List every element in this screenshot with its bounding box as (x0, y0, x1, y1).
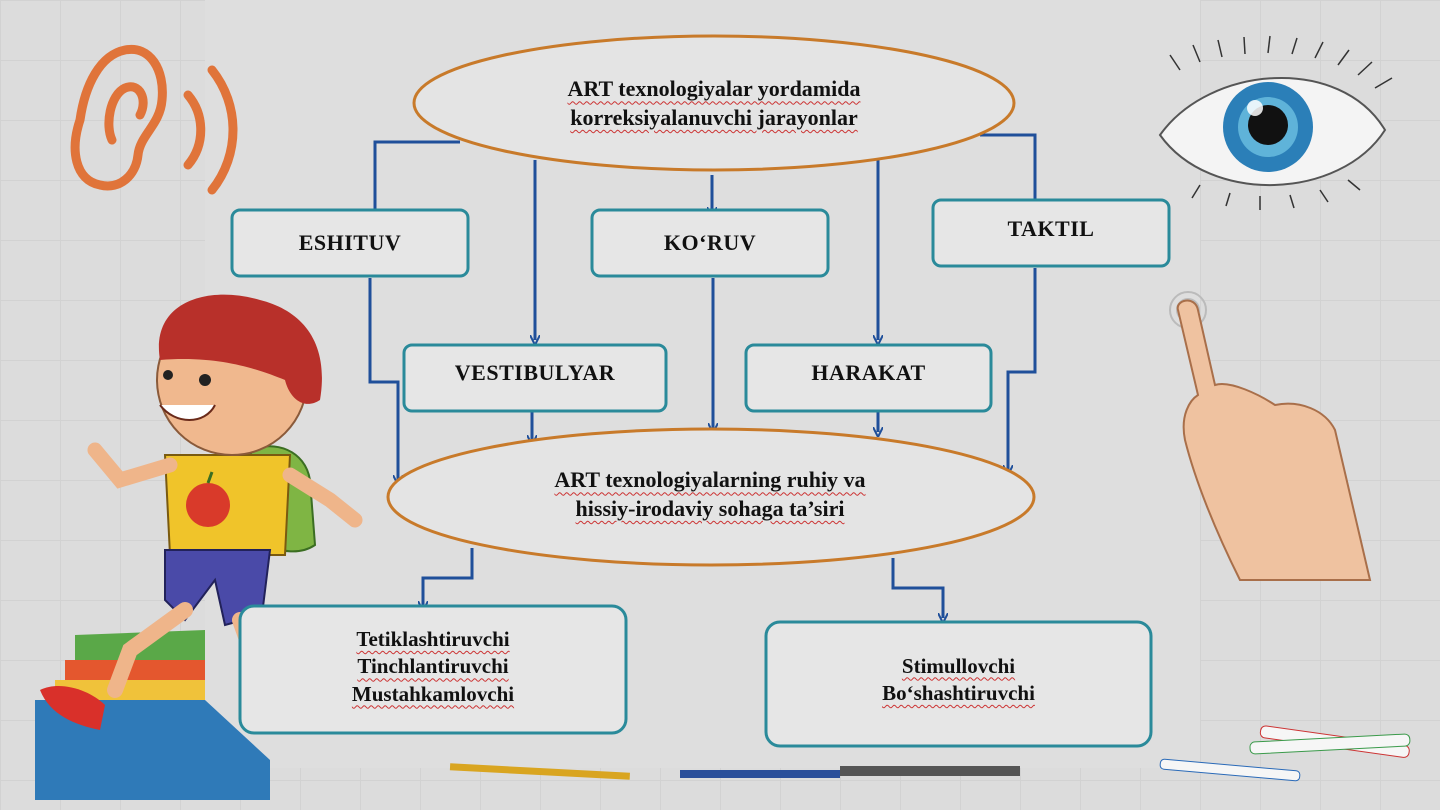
right-result-label: Stimullovchi Bo‘shashtiruvchi (766, 640, 1151, 720)
left-result-box-shape (238, 604, 628, 735)
walking-boy-illustration (40, 294, 363, 732)
koruv-label: KO‘RUV (663, 229, 757, 255)
right-result-box-shape (764, 620, 1153, 748)
left-result-line2: Tinchlantiruvchi (357, 654, 509, 679)
markers-illustration (449, 725, 1411, 782)
top-oval-line2: korreksiyalanuvchi jarayonlar (570, 105, 858, 130)
top-oval-line1: ART texnologiyalar yordamida (567, 76, 861, 102)
pointing-finger-icon (1169, 291, 1372, 581)
top-oval-label: ART texnologiyalar yordamida korreksiyal… (440, 60, 988, 148)
eshituv-label: ESHITUV (298, 229, 402, 255)
middle-oval-line1: ART texnologiyalarning ruhiy va (554, 467, 866, 493)
taktil-label: TAKTIL (1007, 215, 1095, 241)
harakat-box-shape (744, 343, 993, 413)
connector-arrows (368, 133, 1037, 618)
left-result-line1: Tetiklashtiruvchi (356, 627, 510, 652)
vestibulyar-box-shape (402, 343, 668, 413)
eye-icon (1158, 35, 1393, 210)
harakat-label: HARAKAT (811, 359, 926, 385)
middle-oval-label: ART texnologiyalarning ruhiy va hissiy-i… (420, 450, 1000, 540)
right-result-line2: Bo‘shashtiruvchi (882, 681, 1035, 705)
left-result-line3: Mustahkamlovchi (351, 681, 515, 706)
middle-oval-line2: hissiy-irodaviy sohaga ta’siri (575, 496, 845, 521)
right-result-line1: Stimullovchi (901, 653, 1016, 678)
taktil-box-shape (931, 198, 1171, 268)
eshituv-box-shape (230, 208, 470, 278)
top-oval-shape (412, 34, 1016, 172)
left-result-label: Tetiklashtiruvchi Tinchlantiruvchi Musta… (240, 612, 626, 722)
ear-icon (70, 44, 238, 195)
koruv-box-shape (590, 208, 830, 278)
middle-oval-shape (386, 427, 1036, 567)
vestibulyar-label: VESTIBULYAR (454, 359, 616, 385)
